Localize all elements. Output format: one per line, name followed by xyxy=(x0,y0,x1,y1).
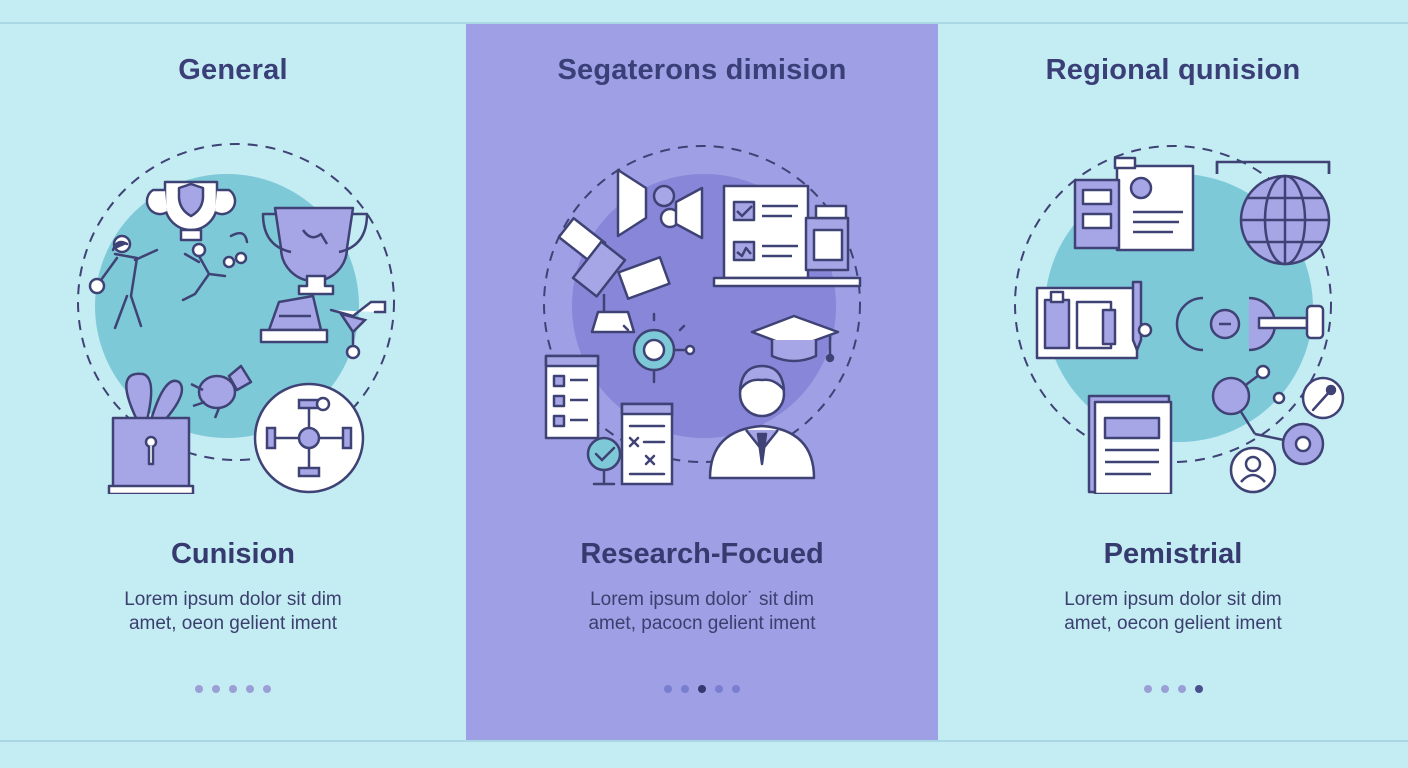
card-description: Lorem ipsum dolor sit dim amet, oeon gel… xyxy=(124,589,342,634)
pagination-dot[interactable] xyxy=(1194,685,1203,693)
pagination-dot[interactable] xyxy=(681,685,689,693)
pagination-dot[interactable] xyxy=(715,685,723,693)
network-icon xyxy=(1211,364,1325,466)
pagination-dot[interactable] xyxy=(263,685,271,693)
bug-icon xyxy=(190,364,253,419)
id-card-icon xyxy=(1073,156,1195,252)
podium-icon xyxy=(259,294,329,344)
card-title: Regional qunision xyxy=(1045,54,1301,86)
pagination-dots[interactable] xyxy=(938,685,1408,693)
document-bottle-icon xyxy=(1035,280,1153,360)
trophy-icon xyxy=(261,206,369,296)
pagination-dot[interactable] xyxy=(1160,685,1169,693)
checkmark-badge-icon xyxy=(586,436,622,486)
scientist-icon xyxy=(708,364,816,480)
card-general[interactable]: General xyxy=(0,24,466,740)
climber-icon xyxy=(181,231,249,302)
pagination-dot[interactable] xyxy=(246,685,254,693)
pagination-dot[interactable] xyxy=(195,685,203,693)
gift-box-icon xyxy=(107,372,195,494)
test-sheet-icon xyxy=(620,402,674,486)
pagination-dot[interactable] xyxy=(1177,685,1186,693)
basketball-player-icon xyxy=(88,234,159,330)
molecule-icon xyxy=(253,382,365,494)
regional-illustration xyxy=(1014,145,1345,494)
newspaper-icon xyxy=(1087,394,1173,494)
globe-icon xyxy=(1215,160,1331,266)
research-illustration xyxy=(543,145,862,486)
pagination-dots[interactable] xyxy=(466,685,938,693)
pagination-dot[interactable] xyxy=(229,685,237,693)
pen-circle-icon xyxy=(1301,376,1345,420)
card-regional[interactable]: Regional qunision xyxy=(938,24,1408,740)
funnel-icon xyxy=(329,300,387,360)
card-heading: Cunision xyxy=(170,538,296,570)
card-research[interactable]: Segaterons dimision xyxy=(466,24,938,740)
bottom-divider xyxy=(0,740,1408,742)
checklist-icon xyxy=(544,354,600,440)
trophy-shield-icon xyxy=(145,180,237,242)
card-title: General xyxy=(178,54,288,86)
pagination-dot[interactable] xyxy=(1143,685,1152,693)
checklist-board-icon xyxy=(712,184,862,288)
card-heading: Research-Focued xyxy=(580,538,824,570)
card-title: Segaterons dimision xyxy=(557,54,847,86)
general-illustration xyxy=(77,143,395,494)
pagination-dots[interactable] xyxy=(0,685,466,693)
speaker-icon xyxy=(616,168,704,240)
pagination-dot[interactable] xyxy=(732,685,740,693)
card-description: Lorem ipsum dolor˙ sit dim amet, pacocn … xyxy=(588,589,816,634)
card-description: Lorem ipsum dolor sit dim amet, oecon ge… xyxy=(1064,589,1282,634)
top-divider xyxy=(0,22,1408,24)
lightbulb-icon xyxy=(622,312,696,384)
user-circle-icon xyxy=(1229,446,1277,494)
dumbbell-icon xyxy=(1175,296,1325,352)
pagination-dot[interactable] xyxy=(698,685,706,693)
graduation-cap-icon xyxy=(750,314,840,363)
pagination-dot[interactable] xyxy=(664,685,672,693)
card-heading: Pemistrial xyxy=(1103,538,1243,570)
pagination-dot[interactable] xyxy=(212,685,220,693)
